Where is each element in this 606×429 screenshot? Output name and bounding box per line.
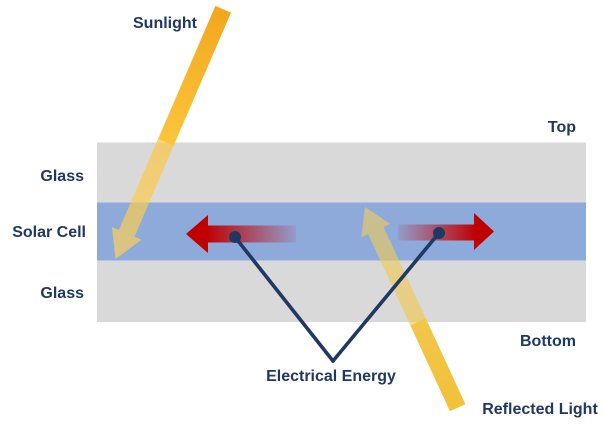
sunlight-beam — [111, 5, 231, 260]
glass-top-layer — [97, 142, 586, 203]
sunlight-arrowhead-icon — [111, 227, 142, 260]
reflected-light-label: Reflected Light — [482, 401, 598, 418]
current-arrow-left-icon — [186, 215, 296, 253]
connector-dot-right — [433, 227, 445, 239]
sunlight-label: Sunlight — [133, 15, 198, 32]
solar-cell-label: Solar Cell — [12, 224, 86, 241]
sunlight-beam-solid-segment — [158, 5, 231, 146]
reflected-beam-solid-segment — [410, 318, 466, 412]
bottom-label: Bottom — [520, 333, 576, 350]
glass-top-label: Glass — [40, 168, 84, 185]
reflected-beam-inpanel-segment — [368, 227, 426, 326]
connector-dot-left — [229, 231, 241, 243]
glass-bottom-layer — [97, 260, 586, 322]
reflected-arrowhead-icon — [361, 207, 391, 238]
connector-line-right — [331, 231, 441, 363]
sunlight-beam-inpanel-segment — [118, 139, 174, 237]
reflected-light-beam — [361, 207, 466, 412]
connector-line-left — [233, 235, 335, 363]
solar-cell-layer — [97, 202, 586, 261]
electrical-energy-label: Electrical Energy — [266, 368, 396, 385]
glass-bottom-label: Glass — [40, 285, 84, 302]
top-label: Top — [548, 119, 576, 136]
current-arrow-right-icon — [398, 213, 494, 250]
